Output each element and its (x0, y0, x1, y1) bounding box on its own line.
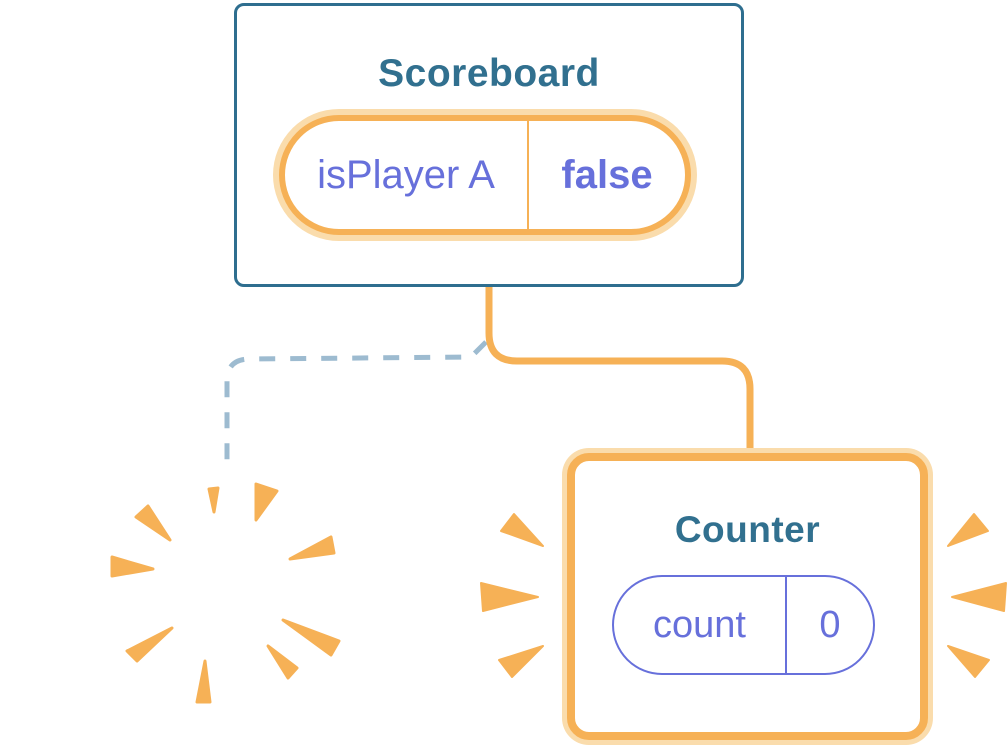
explosion-burst-icon (110, 482, 341, 704)
emphasis-burst-left-icon (480, 513, 544, 678)
counter-component-card: Counter count 0 (567, 453, 928, 740)
counter-state-pill: count 0 (612, 575, 875, 675)
destroyed-component-card (95, 457, 359, 723)
emphasis-burst-right-icon (947, 513, 1007, 678)
state-key-label: count (614, 577, 787, 673)
scoreboard-state-pill: isPlayer A false (279, 115, 691, 235)
removed-child-connector (224, 340, 488, 462)
parent-child-connector (485, 287, 754, 450)
scoreboard-component-card: Scoreboard isPlayer A false (234, 3, 744, 287)
state-value-label: 0 (819, 603, 841, 646)
state-value-label: false (561, 152, 653, 197)
state-key-label: isPlayer A (285, 121, 529, 229)
counter-title: Counter (674, 509, 821, 550)
scoreboard-title: Scoreboard (378, 52, 600, 95)
